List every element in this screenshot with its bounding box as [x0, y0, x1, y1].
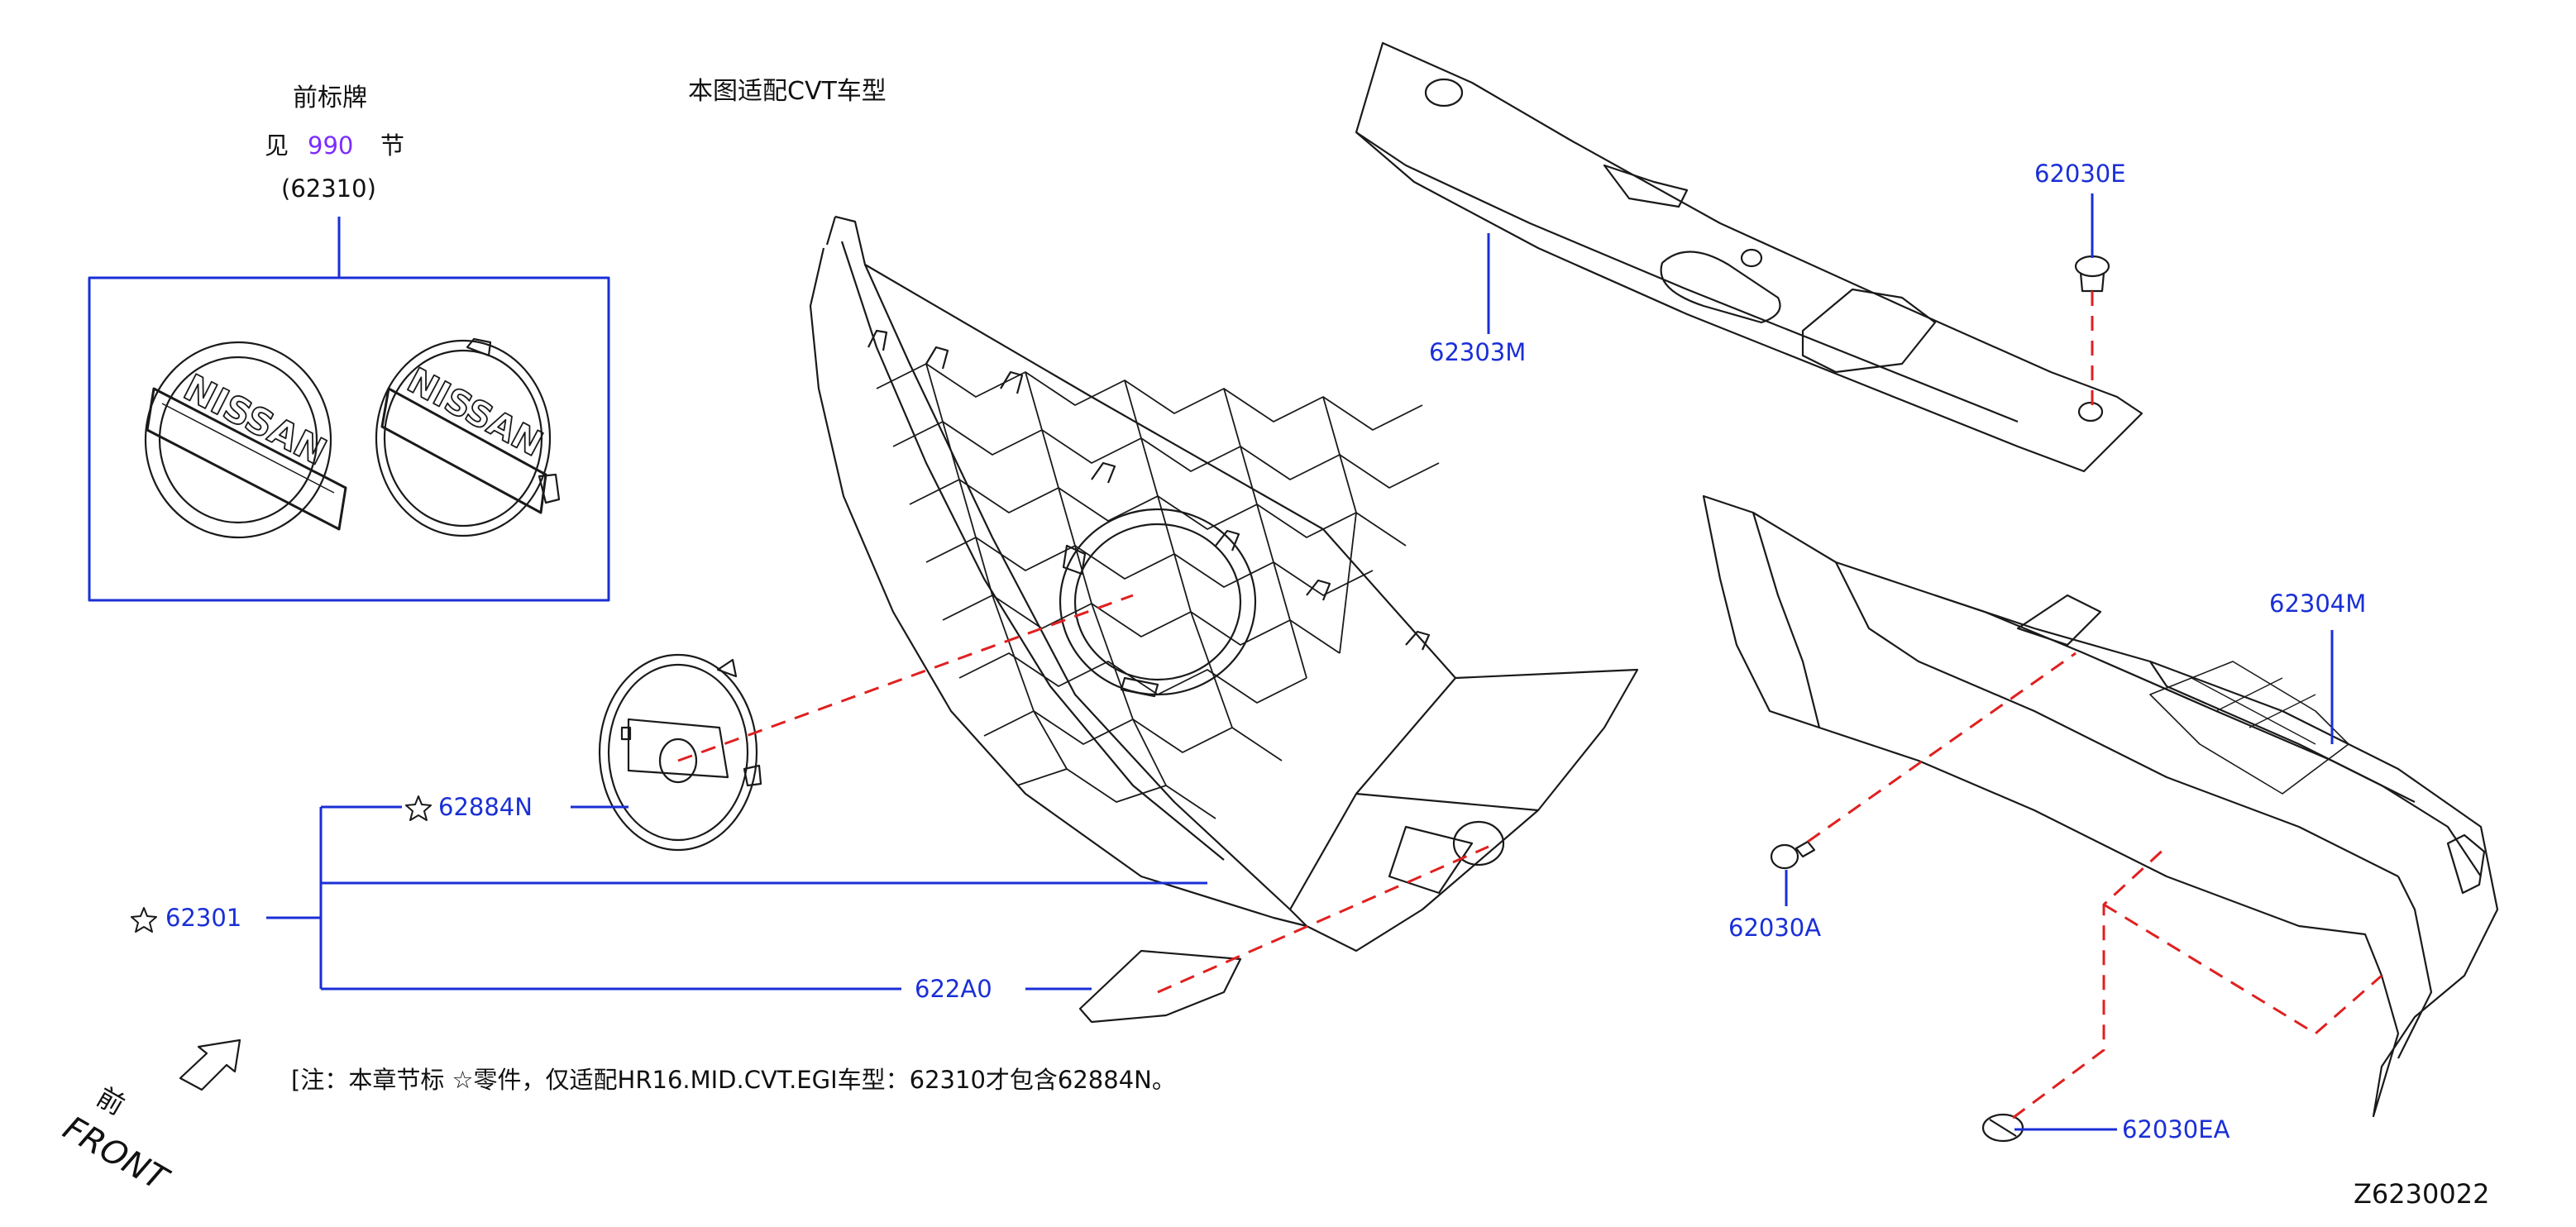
- callout-62884N[interactable]: 62884N: [438, 793, 533, 821]
- badge-part-number: (62310): [281, 174, 376, 203]
- badge-box: [88, 276, 610, 602]
- callout-62304M[interactable]: 62304M: [2269, 590, 2367, 618]
- callout-62030E[interactable]: 62030E: [2034, 160, 2126, 188]
- callout-622A0[interactable]: 622A0: [915, 975, 992, 1003]
- nissan-emblem-icon: NISSAN: [144, 341, 347, 539]
- cover-622A0: [1078, 949, 1242, 1024]
- clip-62030E: [2074, 255, 2110, 293]
- radiator-grille-62301: [809, 215, 1639, 952]
- callout-62303M[interactable]: 62303M: [1429, 338, 1527, 366]
- emblem-carrier-62884N: [598, 653, 762, 852]
- upper-cover-62303M: [1355, 41, 2143, 473]
- front-arrow-icon: [179, 1038, 241, 1091]
- diagram-code: Z6230022: [2354, 1178, 2490, 1210]
- badge-title: 前标牌: [293, 84, 367, 112]
- see-prefix: 见: [265, 131, 289, 160]
- star-icon: [405, 795, 432, 821]
- callout-62030EA[interactable]: 62030EA: [2122, 1115, 2230, 1143]
- clip-62030A: [1770, 840, 1816, 870]
- clip-62030EA: [1981, 1113, 2024, 1143]
- footnote: [注：本章节标 ☆零件，仅适配HR16.MID.CVT.EGI车型：62310才…: [291, 1066, 1176, 1094]
- star-icon: [131, 907, 157, 933]
- callout-62301[interactable]: 62301: [165, 904, 242, 932]
- nissan-emblem-icon: NISSAN: [375, 337, 561, 537]
- see-suffix: 节: [380, 131, 405, 160]
- callout-62030A[interactable]: 62030A: [1728, 914, 1822, 942]
- fit-note: 本图适配CVT车型: [688, 77, 887, 106]
- see-section-link[interactable]: 990: [308, 131, 354, 160]
- bracket-62304M: [1702, 494, 2499, 1118]
